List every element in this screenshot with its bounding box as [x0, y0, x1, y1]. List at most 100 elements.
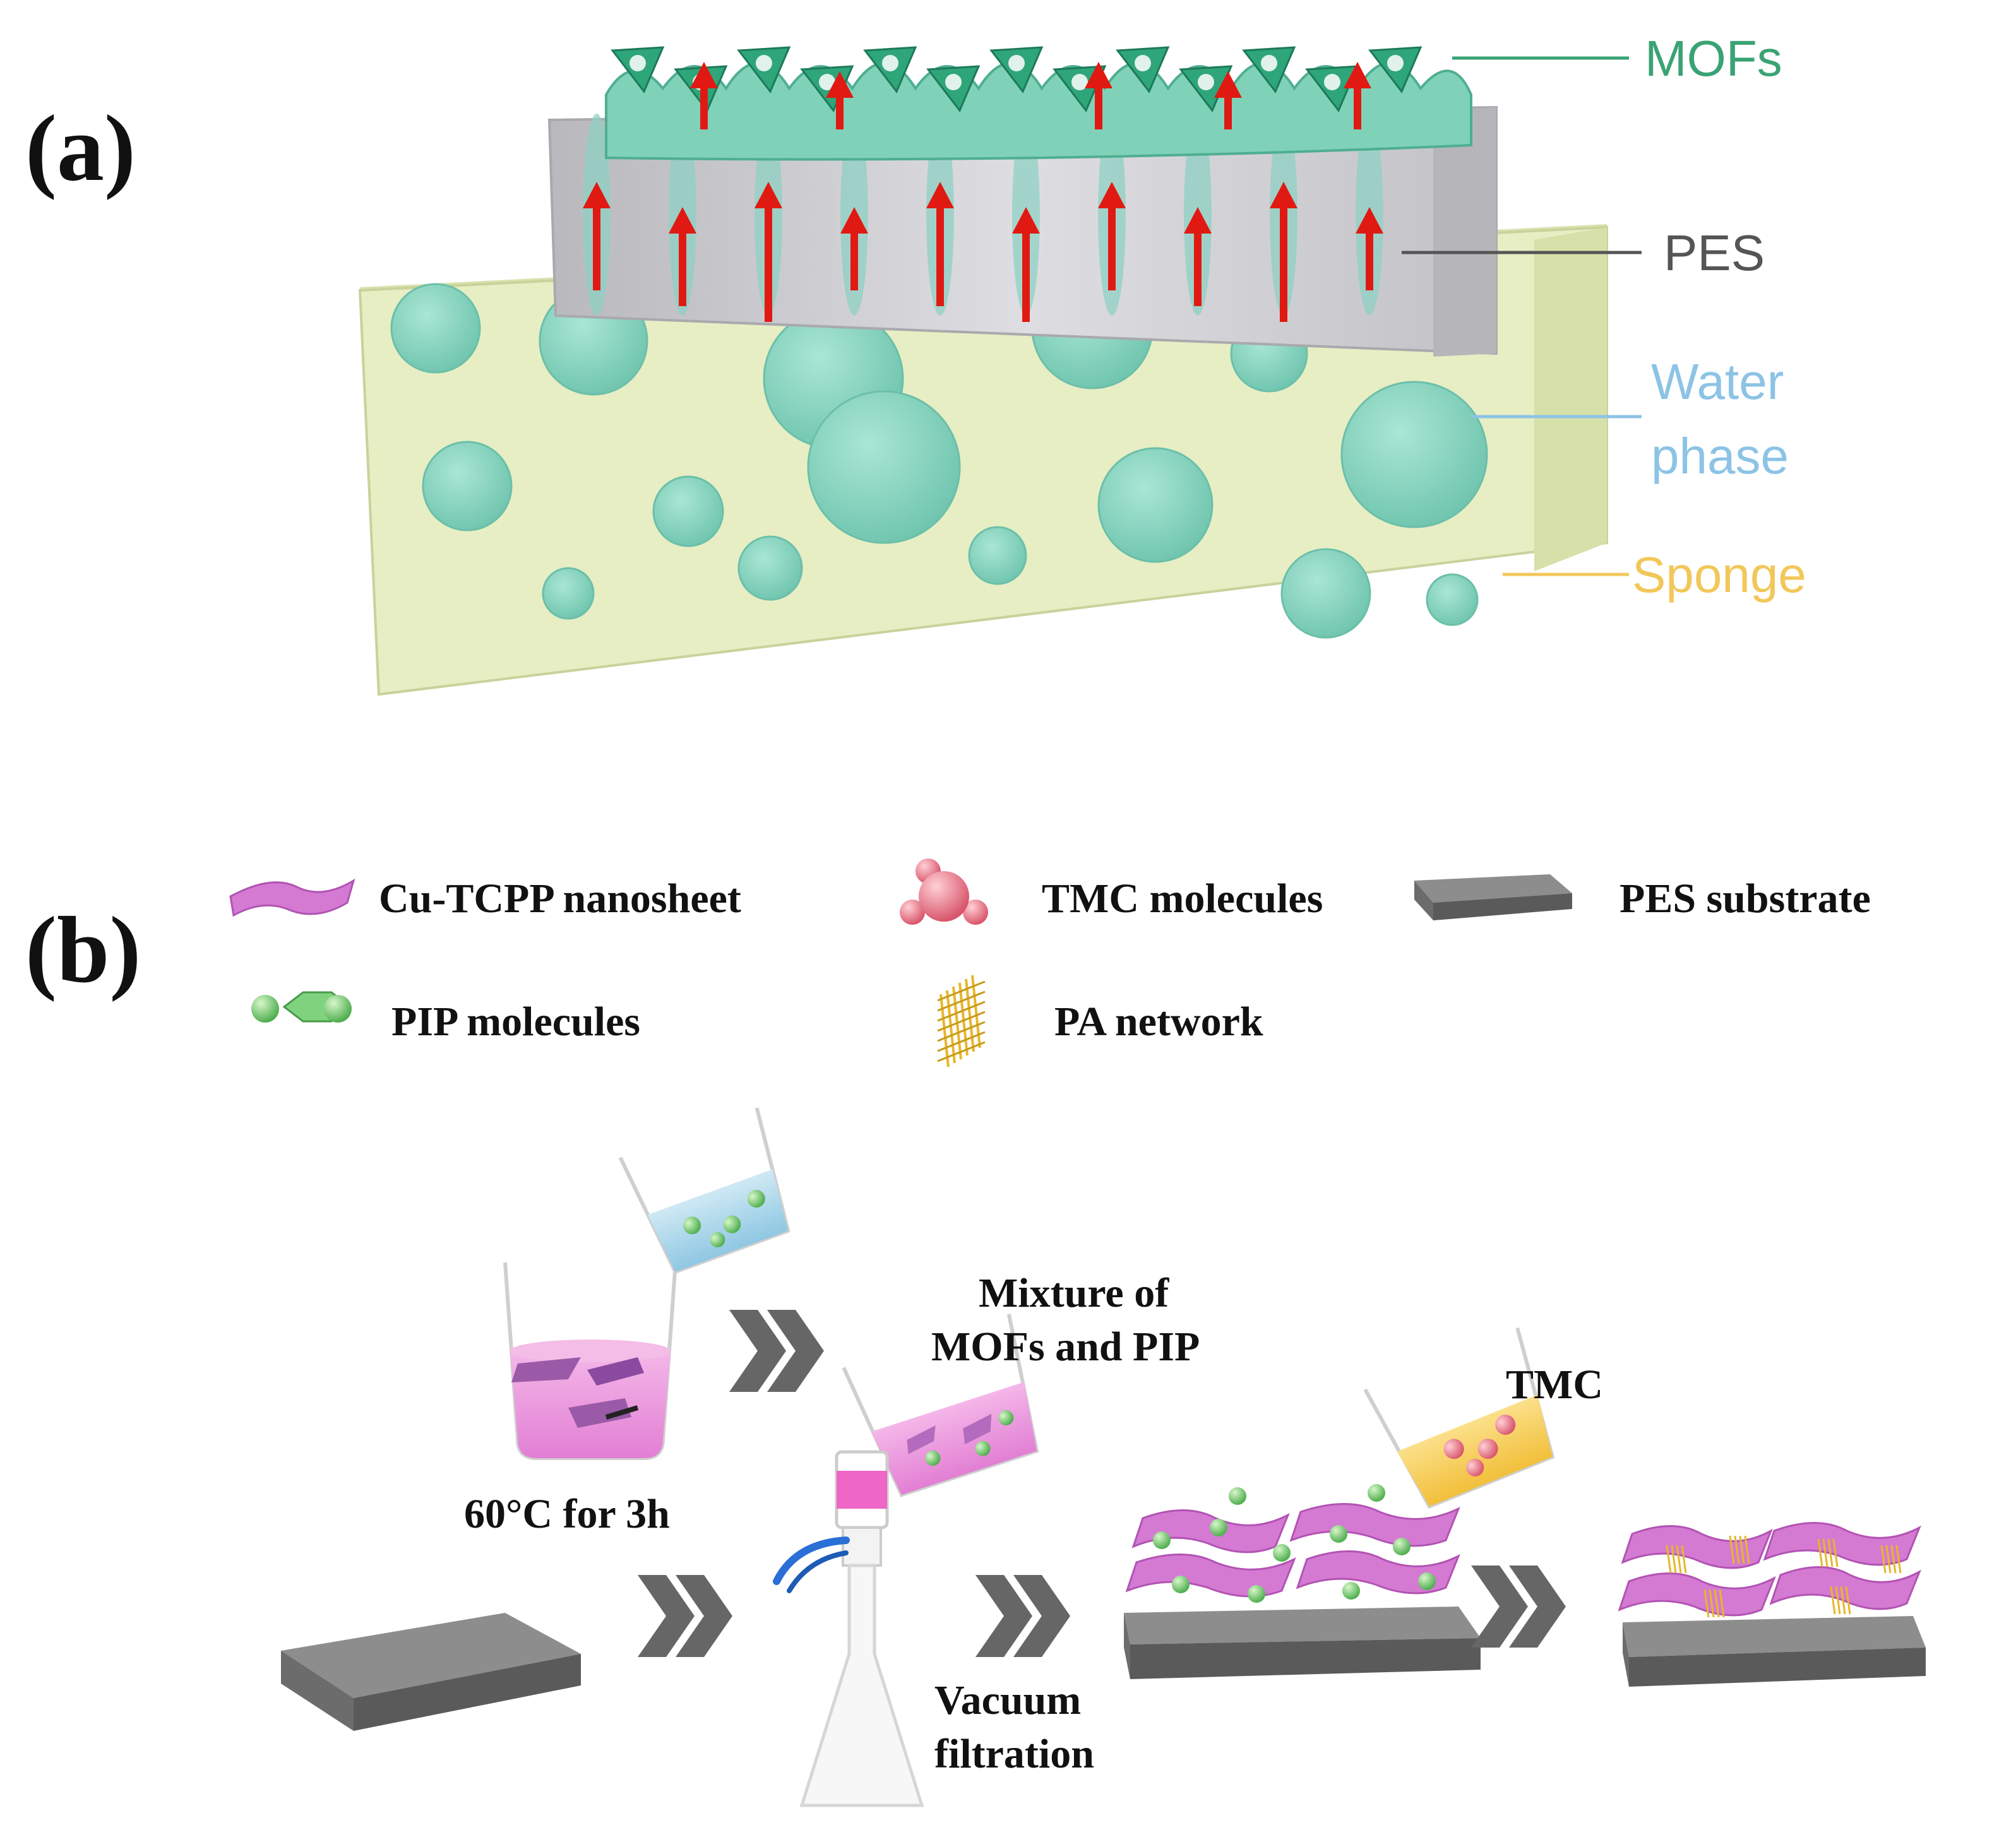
- pa-strand: [1880, 1545, 1887, 1574]
- mof-arrow-head: [1344, 62, 1371, 88]
- nanosheet: [1763, 1522, 1921, 1566]
- chevron-arrow: [729, 1310, 786, 1392]
- pa-strand: [1734, 1535, 1740, 1564]
- pa-network-strand: [958, 982, 969, 1056]
- mof-pore: [629, 55, 646, 71]
- mof-arrow-head: [1214, 71, 1242, 98]
- legend: Cu-TCPP nanosheet TMC molecules PES subs…: [229, 859, 1871, 1067]
- vacuum-label-line2: filtration: [934, 1731, 1094, 1777]
- chevron-arrow: [767, 1310, 824, 1392]
- pa-network-link: [937, 1001, 986, 1022]
- sponge-pore: [652, 475, 724, 547]
- pa-strand: [1890, 1545, 1897, 1574]
- legend-item-tmc: TMC molecules: [900, 859, 1323, 925]
- pa-strand: [1703, 1589, 1710, 1618]
- mof-pore: [756, 55, 772, 71]
- pa-network-link: [937, 1031, 986, 1052]
- pa-network-link: [937, 990, 986, 1012]
- mixture-particles: [907, 1410, 1014, 1466]
- pa-strand: [1840, 1586, 1846, 1615]
- beaker-nanosheets: [503, 1262, 677, 1460]
- pa-strand: [1744, 1535, 1750, 1564]
- mof-pore: [945, 74, 962, 90]
- pa-strand: [1729, 1535, 1735, 1564]
- nanosheet-stack-pa: [1618, 1522, 1921, 1618]
- pa-strand: [1739, 1535, 1745, 1564]
- mof-pore: [1198, 74, 1214, 90]
- chevron-arrow: [1471, 1566, 1528, 1648]
- legend-item-cu-tcpp: Cu-TCPP nanosheet: [229, 876, 741, 922]
- sponge-pore: [968, 526, 1027, 585]
- process-arrows: [638, 1310, 1566, 1657]
- sponge-pore: [1280, 548, 1371, 639]
- pes-substrate-icon: [1414, 874, 1572, 920]
- pa-network-link: [937, 1011, 986, 1032]
- pa-strand: [1895, 1545, 1902, 1574]
- flow-arrow-head: [1184, 207, 1212, 234]
- pip-molecule: [1418, 1572, 1436, 1590]
- flow-arrow-head: [1012, 207, 1040, 234]
- pa-strand: [1817, 1538, 1823, 1567]
- pa-strand: [1671, 1545, 1677, 1574]
- flow-arrow-head: [583, 182, 611, 208]
- legend-pip-label: PIP molecules: [391, 999, 640, 1045]
- pa-network-strand: [965, 978, 975, 1052]
- flow-arrow-head: [1356, 207, 1383, 234]
- callout-sponge: Sponge: [1503, 547, 1806, 603]
- sponge-pore: [390, 283, 481, 374]
- pa-network-strand: [971, 975, 981, 1049]
- pes-substrate-start: [281, 1613, 581, 1731]
- mof-pore: [882, 55, 898, 71]
- mof-arrow-head: [690, 62, 718, 88]
- chevron-arrow: [975, 1575, 1032, 1657]
- legend-pes-label: PES substrate: [1619, 876, 1871, 922]
- nanosheet: [1621, 1525, 1773, 1569]
- sponge-pore: [807, 390, 961, 544]
- pip-molecule: [1330, 1525, 1347, 1543]
- membrane-final: [1618, 1522, 1926, 1687]
- mof-pore: [819, 74, 835, 90]
- flow-arrow-head: [840, 207, 868, 234]
- pa-strand: [1666, 1545, 1672, 1574]
- panel-a: (a) MOFs PES: [25, 30, 1806, 696]
- mof-pore: [1008, 55, 1025, 71]
- pa-strand: [1714, 1589, 1720, 1618]
- sponge-pore: [542, 567, 595, 620]
- pa-strand: [1719, 1589, 1725, 1618]
- callout-pes: PES: [1402, 225, 1765, 281]
- mof-arrow-head: [1085, 62, 1112, 88]
- beaker-tmc-pouring: [1363, 1327, 1555, 1509]
- mof-arrows: [690, 62, 1371, 129]
- legend-tmc-label: TMC molecules: [1042, 876, 1323, 922]
- pa-network-strand: [946, 990, 956, 1064]
- pip-molecule: [1153, 1531, 1171, 1549]
- panel-a-label: (a): [25, 96, 136, 201]
- beaker-mixture-pouring: [842, 1313, 1039, 1497]
- pa-network-link: [937, 980, 986, 1002]
- flow-arrow-head: [926, 182, 954, 208]
- pa-strand: [1709, 1589, 1715, 1618]
- mixture-label-line1: Mixture of: [979, 1270, 1169, 1316]
- pes-label: PES: [1664, 225, 1765, 281]
- sponge-pore: [422, 441, 513, 532]
- mofs-label: MOFs: [1645, 30, 1782, 86]
- pa-strand: [1832, 1538, 1839, 1567]
- water-label-line1: Water: [1651, 354, 1784, 410]
- panel-b: (b) Cu-TCPP nanosheet TMC molecules: [25, 859, 1926, 1807]
- pa-strand: [1827, 1538, 1834, 1567]
- mof-pore: [1135, 55, 1151, 71]
- pa-network-icon: [937, 975, 986, 1067]
- flow-arrow-head: [669, 207, 696, 234]
- mixture-label-line2: MOFs and PIP: [931, 1324, 1200, 1370]
- sponge-pore: [1426, 573, 1479, 626]
- sponge-pore: [737, 535, 803, 601]
- legend-item-pa-network: PA network: [937, 975, 1263, 1067]
- sponge-pores: [390, 267, 1488, 639]
- nanosheet-icon: [229, 878, 355, 917]
- pa-strand: [1845, 1586, 1851, 1615]
- pip-molecule: [1393, 1538, 1411, 1555]
- pa-strand: [1885, 1545, 1892, 1574]
- pa-strand: [1681, 1545, 1687, 1574]
- flow-arrow-head: [1098, 182, 1126, 208]
